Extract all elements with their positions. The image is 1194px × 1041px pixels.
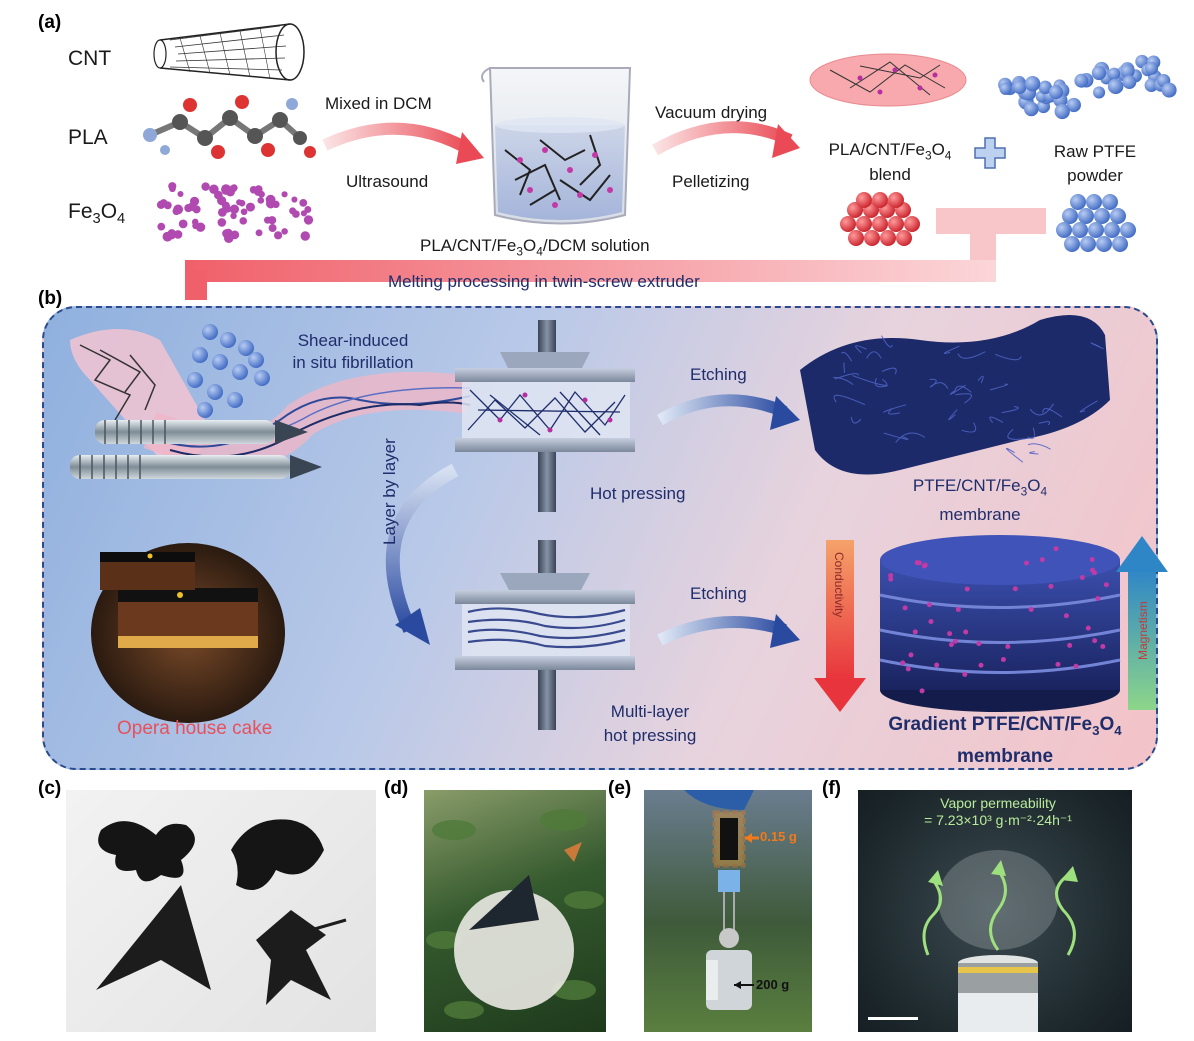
vapor-label-line1: Vapor permeability bbox=[940, 795, 1056, 811]
multi-layer-line2: hot pressing bbox=[603, 726, 697, 745]
panel-label-a: (a) bbox=[38, 12, 62, 33]
paper-plane-icon bbox=[469, 875, 539, 930]
mass-large-label: 200 g bbox=[756, 977, 790, 992]
panel-label-c: (c) bbox=[38, 778, 62, 799]
beaker-icon bbox=[481, 67, 632, 225]
vapor-arrow-left bbox=[922, 879, 942, 956]
fibrillation-line1: Shear-induced bbox=[297, 331, 409, 350]
cup-icon bbox=[958, 993, 1038, 1032]
material-pla: PLA bbox=[68, 126, 108, 149]
glove-icon bbox=[684, 790, 754, 810]
blend-label-line2: blend bbox=[869, 165, 911, 185]
paper-plane-icon bbox=[96, 885, 211, 990]
ptfe-label: Raw PTFE powder bbox=[1040, 140, 1150, 188]
vapor-label-line2: = 7.23×10³ g·m⁻²·24h⁻¹ bbox=[924, 812, 1072, 828]
gradient-label-line2: membrane bbox=[956, 745, 1054, 767]
layer-by-layer-label: Layer by layer bbox=[380, 438, 399, 545]
fibrillation-label: Shear-induced in situ fibrillation bbox=[268, 330, 438, 374]
opera-cake-photo bbox=[91, 543, 285, 723]
paper-crane-icon bbox=[256, 910, 331, 1005]
red-pellets-icon bbox=[840, 192, 920, 246]
multi-layer-press bbox=[455, 540, 635, 730]
hot-pressing-label: Hot pressing bbox=[590, 484, 686, 503]
material-cnt: CNT bbox=[68, 47, 112, 70]
gradient-membrane-stack bbox=[879, 535, 1121, 712]
panel-b-graphics bbox=[70, 315, 1168, 730]
photo-dandelion bbox=[424, 790, 606, 1032]
hot-press-top bbox=[455, 320, 635, 512]
etching-arrow-top bbox=[656, 394, 788, 426]
conductivity-arrow bbox=[814, 540, 866, 712]
ptfe-membrane-icon bbox=[800, 315, 1110, 475]
blend-disk-icon bbox=[809, 53, 967, 107]
panel-label-b: (b) bbox=[38, 288, 63, 309]
panel-label-e: (e) bbox=[608, 778, 632, 799]
arrow1-top-label: Mixed in DCM bbox=[325, 94, 432, 113]
butterfly-shape-icon bbox=[98, 821, 195, 882]
etching-top-label: Etching bbox=[690, 365, 747, 384]
fibrillation-line2: in situ fibrillation bbox=[292, 353, 414, 372]
solution-label: PLA/CNT/Fe3O4/DCM solution bbox=[420, 236, 650, 259]
twin-screw-extruder-icon bbox=[70, 329, 473, 479]
material-fe3o4: Fe3O4 bbox=[68, 200, 126, 228]
multi-layer-label: Multi-layer hot pressing bbox=[580, 700, 720, 748]
photo-shaped-membranes bbox=[66, 790, 376, 1032]
magnetism-label: Magnetism bbox=[1136, 601, 1150, 660]
drying-arrow bbox=[652, 121, 793, 156]
extruder-arrow bbox=[185, 208, 1046, 300]
panel-label-d: (d) bbox=[384, 778, 409, 799]
fish-shape-icon bbox=[231, 819, 324, 890]
weight-knob-icon bbox=[719, 928, 739, 948]
etching-arrow-bottom bbox=[657, 616, 787, 646]
mix-arrow bbox=[322, 122, 473, 156]
fe3o4-particles-icon bbox=[156, 182, 314, 243]
pla-molecule-icon bbox=[143, 95, 316, 159]
vapor-label: Vapor permeability= 7.23×10³ g·m⁻²·24h⁻¹ bbox=[878, 795, 1118, 829]
arrow1-bottom-label: Ultrasound bbox=[346, 172, 429, 191]
magnetism-arrow bbox=[1116, 536, 1168, 710]
extruder-label: Melting processing in twin-screw extrude… bbox=[388, 272, 700, 291]
ptfe-balls-icon bbox=[187, 324, 270, 418]
cnt-tube-icon bbox=[153, 23, 305, 81]
multi-layer-line1: Multi-layer bbox=[610, 702, 690, 721]
ptfe-label-line2: powder bbox=[1067, 166, 1123, 185]
arrow2-top-label: Vacuum drying bbox=[655, 103, 768, 122]
mass-small-label: 0.15 g bbox=[760, 829, 797, 844]
panel-a-graphics bbox=[143, 23, 1177, 300]
ptfe-label-line1: Raw PTFE bbox=[1053, 142, 1137, 161]
blue-pellets-icon bbox=[1056, 194, 1136, 252]
plus-icon bbox=[974, 137, 1006, 169]
layer-by-layer-arrow bbox=[385, 463, 459, 633]
ptfe-powder-cluster-icon bbox=[998, 54, 1177, 120]
photo-vapor-permeability bbox=[858, 790, 1132, 1032]
cake-label: Opera house cake bbox=[117, 718, 273, 739]
binder-clip-icon bbox=[718, 870, 740, 892]
membrane-label-line2: membrane bbox=[939, 505, 1021, 525]
vapor-arrow-center bbox=[989, 869, 1007, 951]
scale-bar bbox=[868, 1017, 918, 1020]
arrow2-bottom-label: Pelletizing bbox=[672, 172, 750, 191]
etching-bottom-label: Etching bbox=[690, 584, 747, 603]
panel-label-f: (f) bbox=[822, 778, 841, 799]
vapor-arrow-right bbox=[1055, 873, 1076, 956]
conductivity-label: Conductivity bbox=[832, 552, 846, 618]
photo-weight-test bbox=[644, 790, 812, 1032]
